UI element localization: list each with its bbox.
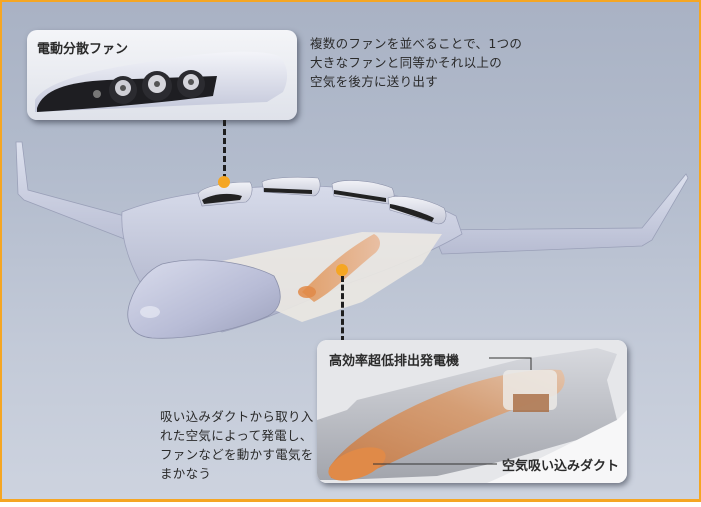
generator-description-line: ファンなどを動かす電気を bbox=[160, 447, 314, 462]
fan-description: 複数のファンを並べることで、1つの 大きなファンと同等かそれ以上の 空気を後方に… bbox=[310, 34, 522, 91]
fan-detail-callout: 電動分散ファン bbox=[27, 30, 297, 120]
fan-marker-dot bbox=[218, 176, 230, 188]
fan-leader-line bbox=[223, 120, 226, 180]
right-wing bbox=[431, 173, 689, 255]
fan-pods bbox=[197, 176, 447, 225]
generator-description: 吸い込みダクトから取り入 れた空気によって発電し、 ファンなどを動かす電気を ま… bbox=[160, 407, 314, 483]
fan-callout-title: 電動分散ファン bbox=[37, 42, 129, 57]
duct-marker-dot bbox=[336, 264, 348, 276]
generator-label: 高効率超低排出発電機 bbox=[329, 354, 460, 369]
aircraft-illustration bbox=[15, 141, 689, 339]
aircraft-nose bbox=[127, 259, 281, 339]
fan-description-line: 大きなファンと同等かそれ以上の bbox=[310, 55, 503, 70]
fan-description-line: 空気を後方に送り出す bbox=[310, 74, 439, 89]
generator-detail-illustration bbox=[317, 340, 627, 483]
fan-detail-illustration bbox=[35, 51, 288, 112]
generator-description-line: 吸い込みダクトから取り入 bbox=[160, 409, 314, 424]
generator-description-line: れた空気によって発電し、 bbox=[160, 428, 313, 443]
generator-detail-callout: 高効率超低排出発電機 空気吸い込みダクト bbox=[317, 340, 627, 483]
generator-description-line: まかなう bbox=[160, 466, 212, 481]
air-intake-duct-label: 空気吸い込みダクト bbox=[502, 459, 620, 474]
fan-description-line: 複数のファンを並べることで、1つの bbox=[310, 36, 523, 51]
duct-leader-line bbox=[341, 276, 344, 342]
